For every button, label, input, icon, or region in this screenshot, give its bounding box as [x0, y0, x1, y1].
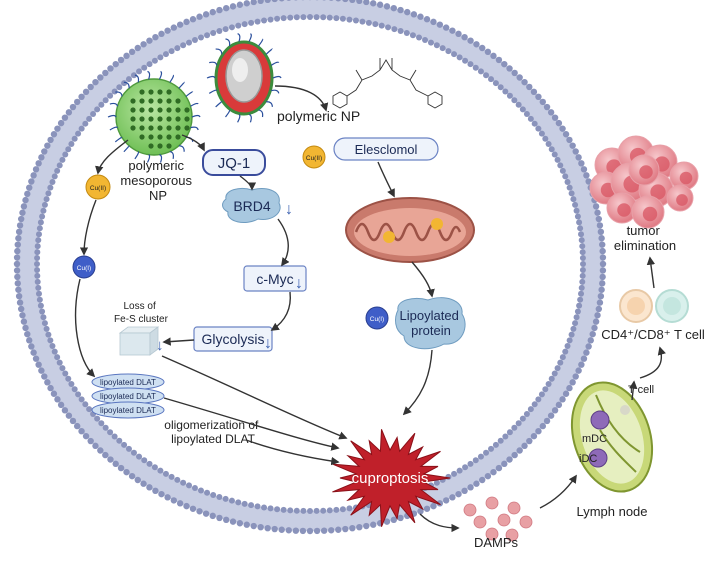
fes-down-arrow-icon: ↓	[156, 337, 164, 354]
arrow-lipoylated-to-cuproptosis	[402, 349, 433, 416]
tumor-elimination-label: tumor elimination	[614, 223, 676, 253]
dlat-label-1: lipoylated DLAT	[100, 378, 156, 387]
tumor-cluster-icon	[589, 135, 699, 229]
arrow-oligo-to-cuproptosis	[245, 439, 340, 466]
idc-label: iDC	[579, 453, 597, 465]
t-cells-icon	[619, 289, 689, 323]
arrow-cu2-to-cu1	[79, 199, 97, 256]
cmyc-box: c-Myc ↓	[243, 265, 307, 292]
jq1-label: JQ-1	[218, 155, 251, 172]
fes-cluster-cube-icon: ↓	[118, 326, 164, 356]
glycolysis-down-arrow-icon: ↓	[264, 335, 272, 352]
brd4-label: BRD4	[233, 198, 271, 214]
glycolysis-box: Glycolysis ↓	[193, 326, 273, 352]
lipoylated-protein: Lipoylated protein	[395, 297, 466, 350]
cu2-right-icon: Cu(II)	[302, 145, 326, 169]
elesclomol-label: Elesclomol	[355, 142, 418, 157]
arrow-cmyc-to-glycolysis	[270, 291, 291, 331]
arrow-cu1-to-dlat	[74, 278, 96, 378]
arrow-dlat-to-cuproptosis	[163, 397, 340, 451]
cd4-cd8-t-cell-label: CD4⁺/CD8⁺ T cell	[601, 327, 705, 342]
elesclomol-structure-icon	[332, 58, 443, 109]
svg-text:Cu(II): Cu(II)	[306, 155, 322, 162]
damps-label: DAMPs	[474, 535, 519, 550]
arrow-cuproptosis-to-damps	[419, 513, 460, 533]
polymeric-nanoparticle	[206, 33, 282, 123]
glycolysis-label: Glycolysis	[201, 331, 264, 347]
lymph-node-icon	[570, 381, 654, 493]
svg-text:Lipoylated protein: Lipoylated protein	[400, 308, 463, 338]
brd4-down-arrow-icon: ↓	[285, 201, 293, 218]
pathway-arrows	[74, 85, 666, 533]
cell-membrane	[13, 0, 607, 535]
cuproptosis-burst: cuproptosis	[332, 429, 451, 527]
arrow-meso-to-cu2	[95, 139, 129, 175]
svg-text:Cu(I): Cu(I)	[77, 265, 91, 272]
cu1-left-icon: Cu(I)	[72, 255, 96, 279]
arrow-lymph-to-tcells	[639, 346, 666, 379]
elesclomol-box: Elesclomol	[333, 137, 439, 161]
mesoporous-np-label: polymeric mesoporous NP	[120, 158, 195, 203]
t-cell-label: T cell	[628, 384, 654, 396]
arrow-jq1-to-brd4	[239, 175, 257, 191]
dlat-label-3: lipoylated DLAT	[100, 406, 156, 415]
cmyc-label: c-Myc	[256, 271, 293, 287]
cu1-right-icon: Cu(I)	[365, 306, 389, 330]
oligomerization-label: oligomerization of lipoylated DLAT	[164, 418, 261, 446]
cmyc-down-arrow-icon: ↓	[295, 275, 303, 292]
arrow-meso-to-jq1	[181, 134, 205, 152]
svg-text:Cu(I): Cu(I)	[370, 316, 384, 323]
jq1-box: JQ-1	[202, 149, 266, 176]
polymeric-np-label: polymeric NP	[277, 108, 360, 124]
arrow-glycolysis-to-fes	[162, 337, 195, 346]
brd4-protein: BRD4 ↓	[222, 187, 293, 223]
arrow-lymph-to-tcell	[629, 380, 638, 401]
mesoporous-nanoparticle	[107, 70, 201, 163]
cuproptosis-label: cuproptosis	[352, 470, 429, 487]
dlat-label-2: lipoylated DLAT	[100, 392, 156, 401]
arrow-brd4-to-cmyc	[277, 218, 290, 267]
mdc-label: mDC	[582, 433, 607, 445]
svg-text:Cu(II): Cu(II)	[90, 185, 106, 192]
cu2-left-icon: Cu(II)	[85, 174, 111, 200]
arrow-damps-to-lymph	[539, 474, 577, 509]
arrow-mito-to-lipoylated	[411, 261, 435, 298]
arrow-polyNP-to-elesclomol	[274, 85, 329, 112]
arrow-elesclomol-to-mito	[377, 161, 395, 198]
damps-cluster	[463, 496, 533, 542]
lymph-node-label: Lymph node	[576, 504, 647, 519]
lipoylated-dlat-stack: lipoylated DLAT lipoylated DLAT lipoylat…	[91, 373, 165, 419]
fes-loss-label: Loss of Fe-S cluster	[114, 301, 169, 325]
mitochondrion-icon	[345, 197, 475, 263]
arrow-fes-to-cuproptosis	[161, 355, 348, 440]
arrow-tcells-to-tumor	[646, 256, 656, 289]
